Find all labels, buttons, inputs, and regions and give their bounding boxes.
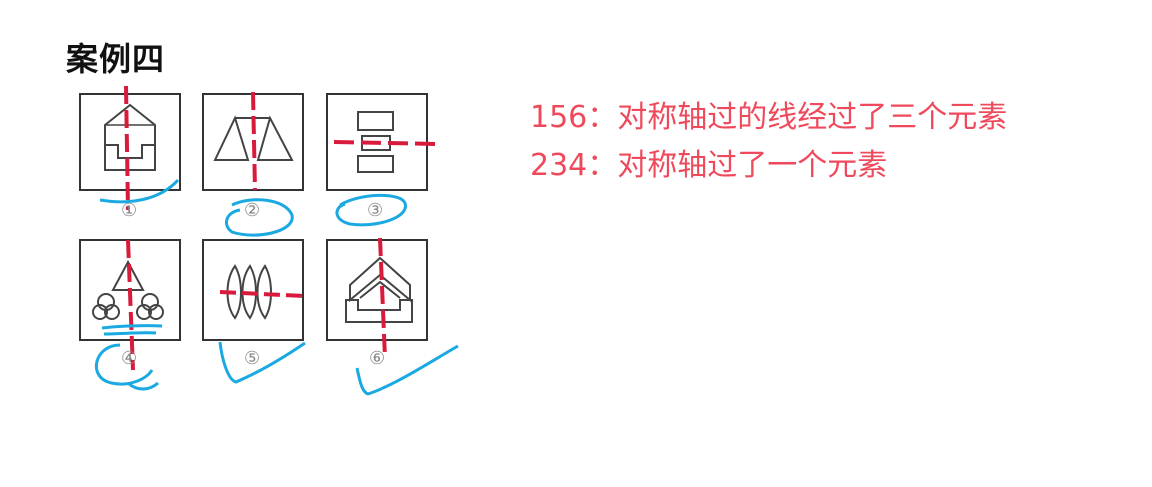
figure-5-label: ⑤ (244, 348, 260, 369)
figure-3: ③ (326, 93, 439, 227)
annotation-notes: 156：对称轴过的线经过了三个元素 234：对称轴过了一个元素 (530, 94, 1007, 190)
note-line-1: 156：对称轴过的线经过了三个元素 (530, 100, 1008, 135)
figure-6-label: ⑥ (369, 348, 385, 369)
figure-1-label: ① (121, 200, 137, 221)
figure-5: ⑤ (202, 239, 306, 384)
figure-3-label: ③ (367, 200, 383, 221)
note-line-2: 234：对称轴过了一个元素 (530, 148, 888, 183)
figure-4: ④ (79, 239, 181, 391)
page-title: 案例四 (66, 40, 166, 78)
figure-2: ② (202, 91, 304, 237)
figure-2-label: ② (244, 200, 260, 221)
figure-4-label: ④ (121, 348, 137, 369)
figure-6: ⑥ (326, 237, 459, 396)
figure-1: ① (79, 85, 181, 221)
